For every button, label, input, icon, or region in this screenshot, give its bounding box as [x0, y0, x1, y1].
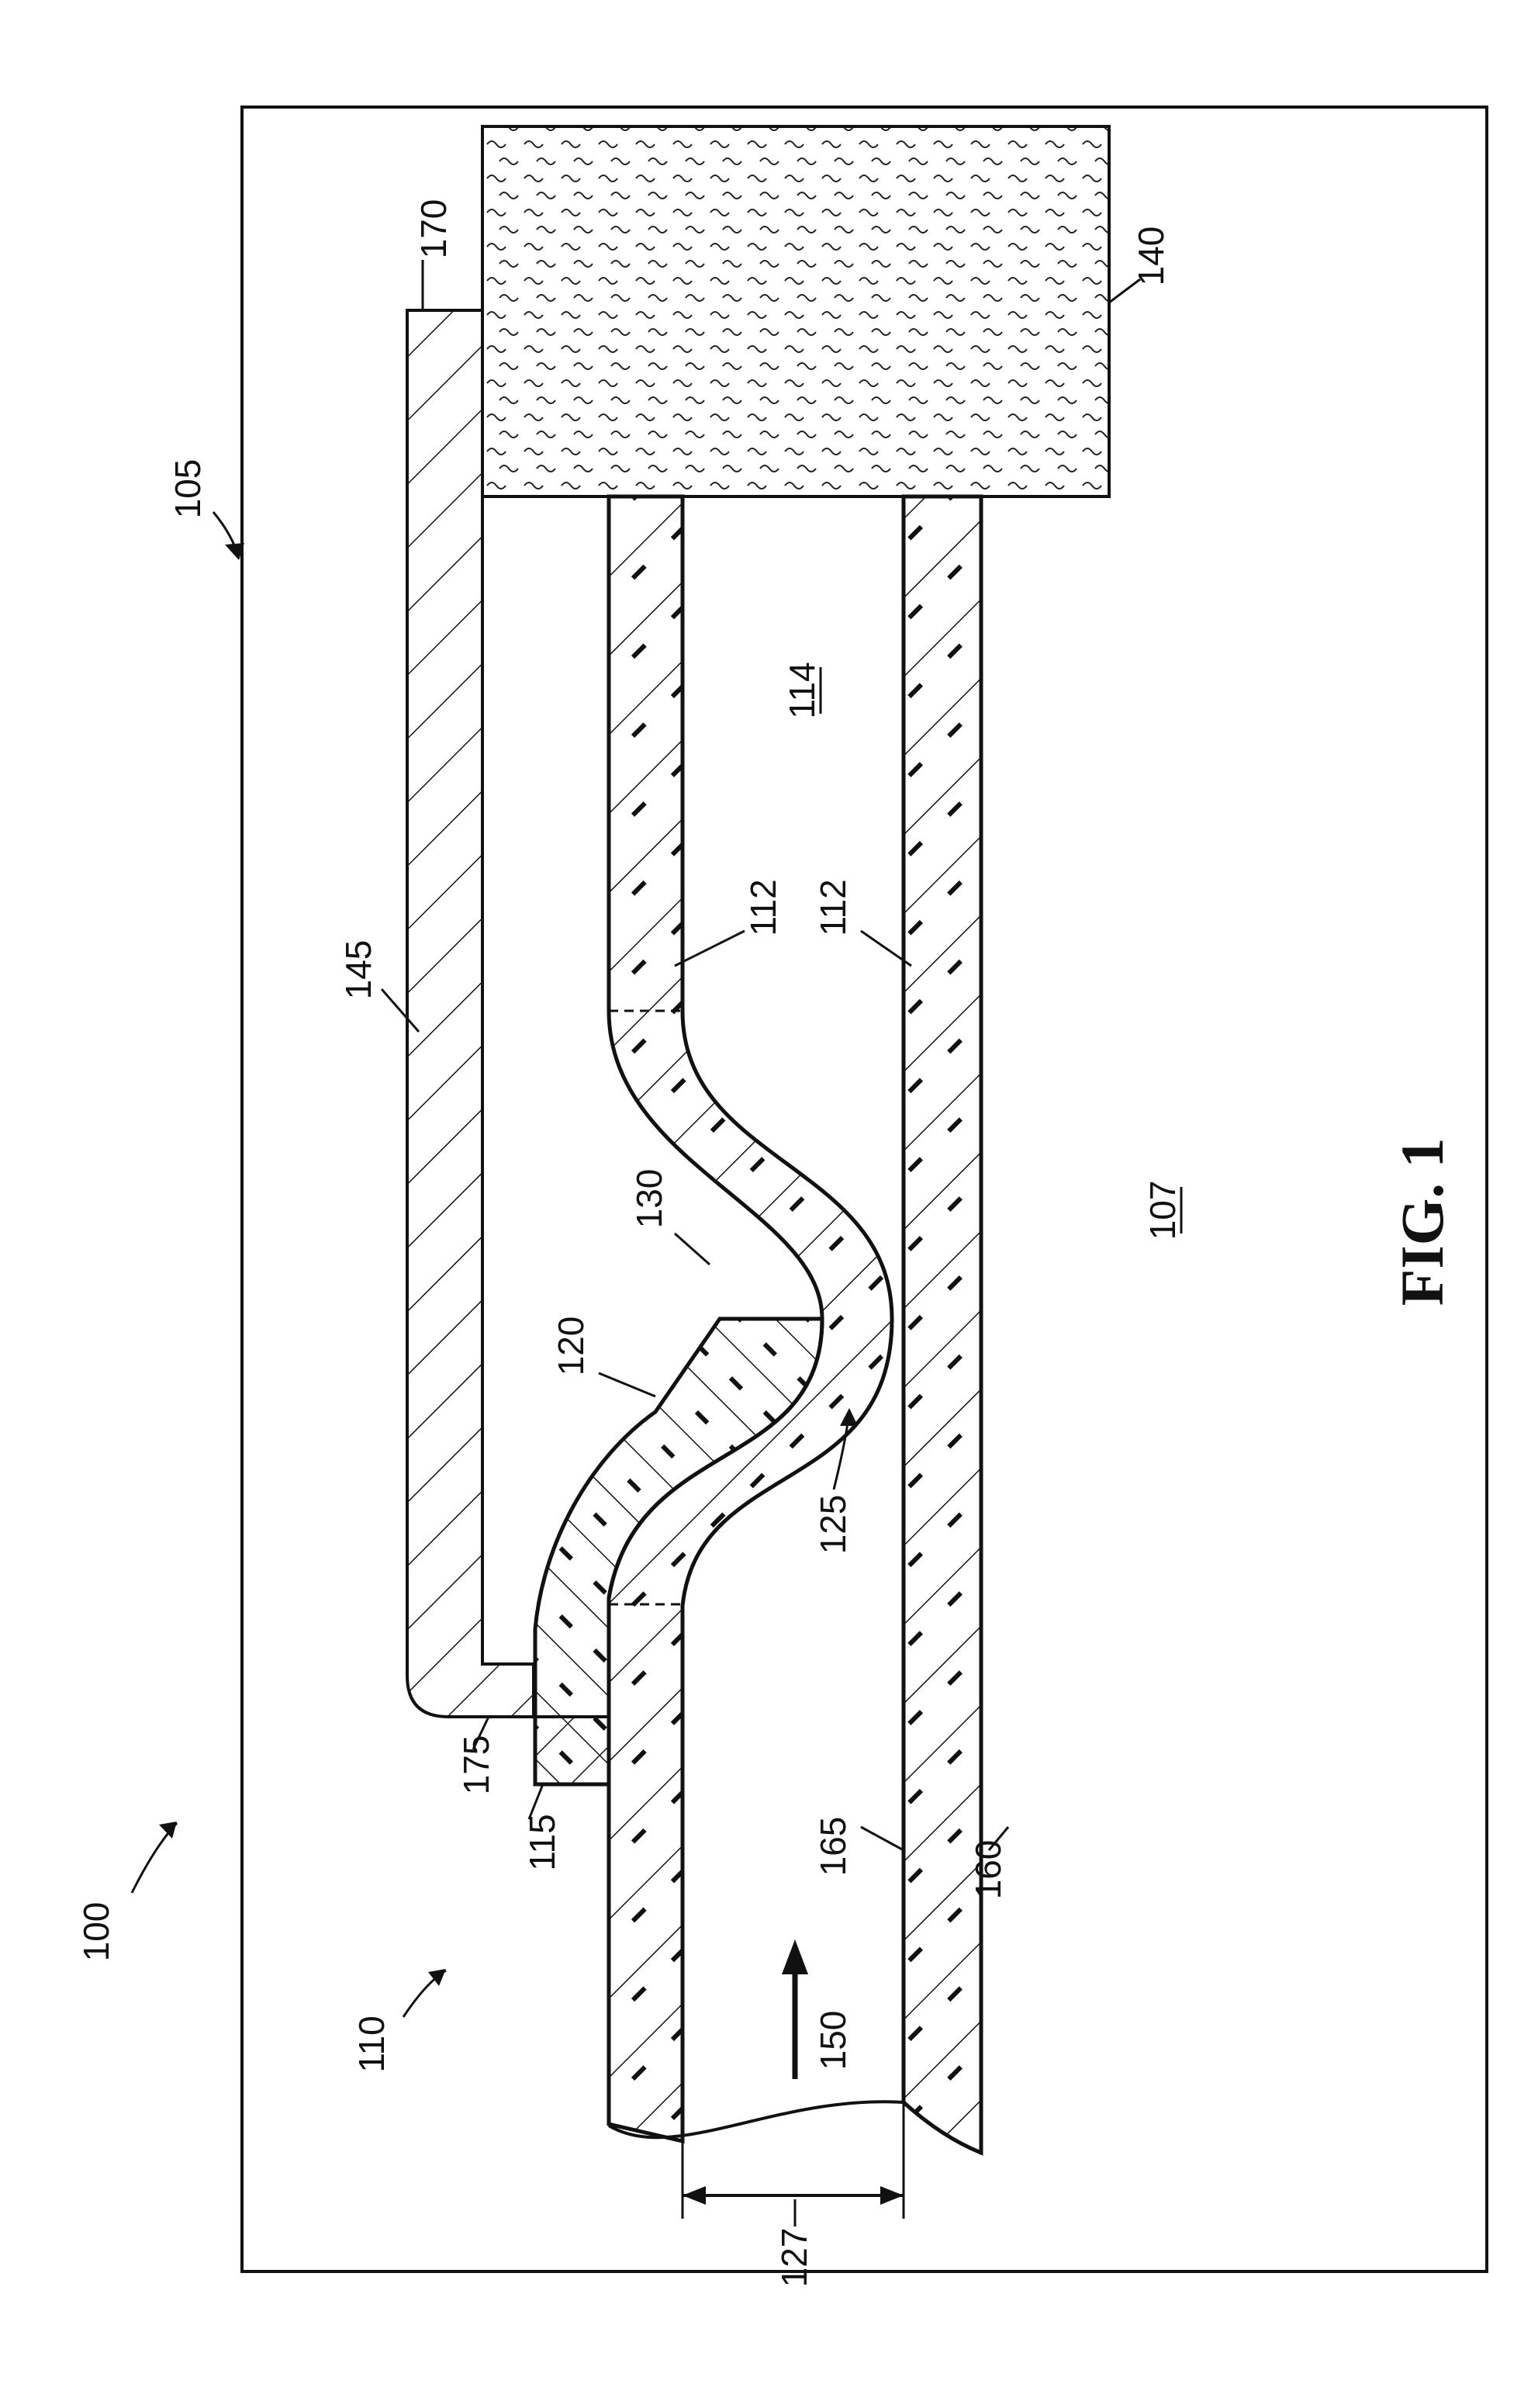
figure-label: FIG. 1 — [1388, 1138, 1456, 1306]
dim-arrow-right — [880, 2186, 904, 2205]
cover-plate-145 — [407, 310, 534, 1717]
ref-112-upper: 112 — [743, 879, 783, 936]
ref-120: 120 — [551, 1316, 591, 1376]
ref-127: 127 — [774, 2228, 814, 2288]
ref-115: 115 — [522, 1814, 562, 1870]
ref-112-lower: 112 — [813, 879, 853, 936]
leader-112a — [675, 931, 745, 966]
ref-100: 100 — [76, 1902, 116, 1962]
leader-130 — [675, 1233, 710, 1265]
ref-150: 150 — [813, 2011, 853, 2071]
flow-arrowhead — [782, 1939, 808, 1974]
ref-114: 114 — [782, 662, 822, 718]
dim-arrow-left — [683, 2186, 706, 2205]
ref-105: 105 — [168, 459, 208, 519]
ref-110: 110 — [351, 2015, 392, 2072]
ref-160: 160 — [968, 1840, 1008, 1900]
leader-120 — [599, 1373, 655, 1396]
ref-170: 170 — [413, 199, 454, 259]
leader-100-head — [159, 1822, 177, 1839]
ref-165: 165 — [813, 1817, 853, 1877]
channel-wall-lower-112 — [904, 496, 981, 2153]
leader-165 — [861, 1827, 904, 1850]
leader-115 — [529, 1784, 543, 1819]
ref-125: 125 — [813, 1495, 853, 1555]
ref-130: 130 — [629, 1169, 669, 1229]
ref-107: 107 — [1142, 1181, 1183, 1240]
reservoir-140 — [482, 126, 1109, 496]
ref-175: 175 — [456, 1735, 496, 1795]
ref-145: 145 — [338, 940, 378, 1000]
patch-end-115 — [535, 1717, 609, 1784]
ref-140: 140 — [1131, 227, 1171, 286]
